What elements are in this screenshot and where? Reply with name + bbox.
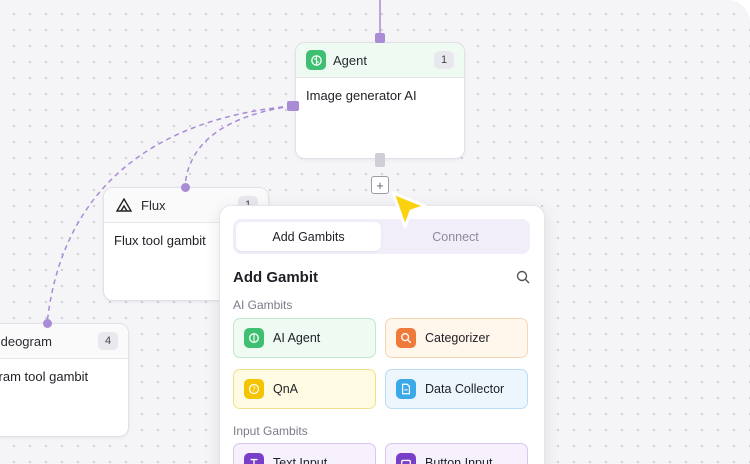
ideogram-node[interactable]: Ideogram 4 Ideogram tool gambit: [0, 323, 129, 437]
section-label-ai: AI Gambits: [233, 298, 293, 312]
brain-icon: [306, 50, 326, 70]
gambit-card-text-input[interactable]: Text Input: [233, 443, 376, 464]
gambit-card-label: Button Input: [425, 456, 493, 464]
ideogram-node-badge: 4: [98, 332, 118, 350]
flux-node-header[interactable]: Flux 1: [104, 188, 268, 223]
flux-node-title: Flux: [141, 197, 166, 213]
agent-tool-port[interactable]: [287, 101, 299, 111]
agent-output-port[interactable]: [375, 153, 385, 167]
gambit-card-label: QnA: [273, 382, 299, 396]
wire-to-flux: [184, 105, 293, 188]
gambit-card-label: Data Collector: [425, 382, 505, 396]
document-icon: [396, 379, 416, 399]
add-gambit-panel: Add Gambits Connect Add Gambit AI Gambit…: [219, 205, 545, 464]
add-gambit-button[interactable]: +: [371, 176, 389, 194]
pointer-cursor-icon: [391, 191, 427, 229]
agent-input-port[interactable]: [375, 33, 385, 43]
gambit-card-qna[interactable]: ? QnA: [233, 369, 376, 409]
gambit-card-ai-agent[interactable]: AI Agent: [233, 318, 376, 358]
ideogram-node-body: Ideogram tool gambit: [0, 369, 89, 384]
agent-node-title: Agent: [333, 52, 367, 68]
magnifier-icon: [396, 328, 416, 348]
agent-node[interactable]: Agent 1 Image generator AI: [295, 42, 465, 159]
gambit-card-categorizer[interactable]: Categorizer: [385, 318, 528, 358]
question-icon: ?: [244, 379, 264, 399]
panel-tabs: Add Gambits Connect: [233, 219, 530, 254]
flux-node-body: Flux tool gambit: [114, 233, 206, 248]
agent-node-header[interactable]: Agent 1: [296, 43, 464, 78]
gambit-card-button-input[interactable]: Button Input: [385, 443, 528, 464]
brain-icon: [244, 328, 264, 348]
gambit-card-label: AI Agent: [273, 331, 321, 345]
agent-node-body: Image generator AI: [306, 88, 417, 103]
panel-title: Add Gambit: [233, 269, 318, 286]
flux-input-port[interactable]: [181, 183, 190, 192]
tab-connect[interactable]: Connect: [432, 229, 479, 244]
svg-text:?: ?: [252, 386, 256, 394]
gambit-card-data-collector[interactable]: Data Collector: [385, 369, 528, 409]
ideogram-node-header[interactable]: Ideogram 4: [0, 324, 128, 359]
text-icon: [244, 453, 264, 464]
wire-to-ideogram: [46, 105, 293, 325]
search-icon[interactable]: [516, 270, 530, 289]
plus-icon: +: [376, 177, 384, 193]
gambit-card-label: Categorizer: [425, 331, 490, 345]
flux-logo-icon: [114, 195, 134, 215]
button-icon: [396, 453, 416, 464]
gambit-card-label: Text Input: [273, 456, 328, 464]
ideogram-input-port[interactable]: [43, 319, 52, 328]
tab-add-gambits[interactable]: Add Gambits: [236, 222, 381, 251]
ideogram-node-title: Ideogram: [0, 333, 52, 349]
agent-node-badge: 1: [434, 51, 454, 69]
section-label-input: Input Gambits: [233, 424, 308, 438]
